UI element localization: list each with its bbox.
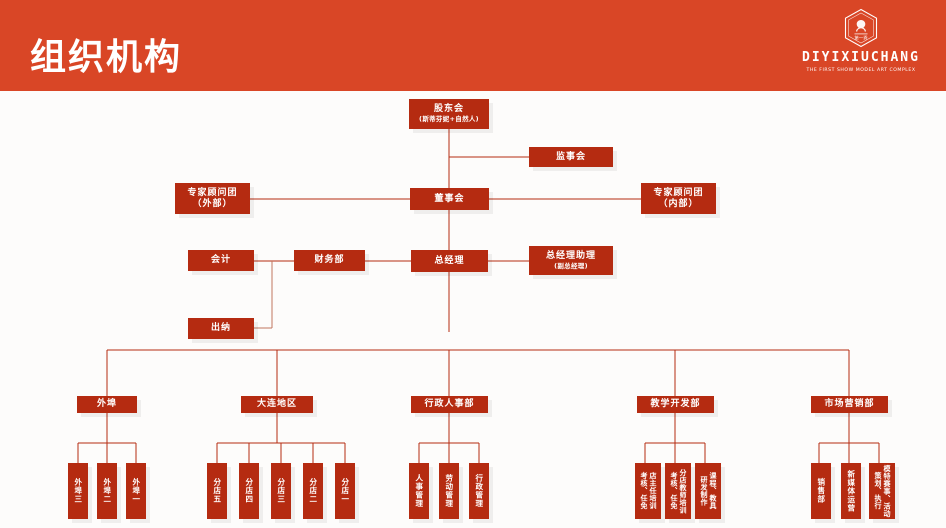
leaf-label: 外埠三 [73, 478, 83, 504]
leaf-label-col1: 分店教师培训 [679, 468, 687, 514]
page-title: 组织机构 [30, 37, 183, 78]
leaf-hr-personnel-management[interactable]: 人事管理 [409, 463, 429, 519]
node-sublabel: （内部） [658, 198, 699, 209]
leaf-label: 劳动管理 [444, 474, 454, 508]
node-label: 财务部 [314, 255, 345, 265]
leaf-label-col1: 模特赛事、活动 [883, 464, 891, 518]
node-supervisory-board[interactable]: 监事会 [529, 147, 613, 167]
brand-logo: 第一秀 DIYIXIUCHANG THE FIRST SHOW MODEL AR… [800, 8, 922, 78]
leaf-label-col2: 策划、执行 [874, 472, 882, 510]
leaf-label: 分店一 [340, 478, 350, 504]
node-label: 会计 [210, 255, 231, 265]
node-label: 市场营销部 [824, 399, 875, 409]
leaf-label-col1: 店主任培训 [649, 472, 657, 510]
node-label: 专家顾问团 [187, 187, 238, 198]
org-chart: 股东会 (斯蒂芬妮+自然人) 监事会 董事会 专家顾问团 （外部） 专家顾问团 … [0, 91, 946, 528]
leaf-label: 外埠二 [102, 478, 112, 504]
leaf-label: 分店三 [276, 478, 286, 504]
node-cashier[interactable]: 出纳 [188, 318, 254, 339]
node-label: 外埠 [96, 399, 117, 409]
leaf-teaching-curriculum-development[interactable]: 研发制作 课程、教具 [695, 463, 721, 519]
leaf-waibu-2[interactable]: 外埠二 [97, 463, 117, 519]
leaf-hr-admin-management[interactable]: 行政管理 [469, 463, 489, 519]
leaf-dalian-branch-4[interactable]: 分店四 [239, 463, 259, 519]
leaf-dalian-branch-3[interactable]: 分店三 [271, 463, 291, 519]
leaf-label: 分店四 [244, 478, 254, 504]
node-board-of-directors-main[interactable]: 董事会 [410, 188, 489, 210]
leaf-marketing-new-media[interactable]: 新媒体运营 [841, 463, 861, 519]
node-dept-marketing[interactable]: 市场营销部 [811, 396, 888, 413]
leaf-label: 分店二 [308, 478, 318, 504]
node-advisor-team-external[interactable]: 专家顾问团 （外部） [175, 183, 250, 214]
node-advisor-team-internal[interactable]: 专家顾问团 （内部） [641, 183, 716, 214]
leaf-dalian-branch-1[interactable]: 分店一 [335, 463, 355, 519]
node-label: 股东会 [433, 104, 464, 114]
leaf-hr-labor-management[interactable]: 劳动管理 [439, 463, 459, 519]
node-general-manager[interactable]: 总经理 [411, 250, 488, 272]
leaf-label-col2: 考核、任免 [640, 472, 648, 510]
leaf-label: 外埠一 [131, 478, 141, 504]
leaf-label: 行政管理 [474, 474, 484, 508]
node-sublabel: (斯蒂芬妮+自然人) [419, 115, 479, 123]
leaf-label-col1: 课程、教具 [709, 472, 717, 510]
node-label: 专家顾问团 [653, 187, 704, 198]
leaf-label: 新媒体运营 [846, 469, 856, 513]
leaf-waibu-3[interactable]: 外埠三 [68, 463, 88, 519]
node-shareholders-meeting[interactable]: 股东会 (斯蒂芬妮+自然人) [409, 99, 489, 129]
node-label: 总经理 [434, 255, 465, 266]
node-dept-teaching-development[interactable]: 教学开发部 [637, 396, 714, 413]
node-label: 董事会 [434, 193, 465, 204]
leaf-teaching-store-manager-training[interactable]: 考核、任免 店主任培训 [635, 463, 661, 519]
logo-wordmark: DIYIXIUCHANG [802, 50, 920, 65]
leaf-marketing-sales-department[interactable]: 销售部 [811, 463, 831, 519]
slide-header: 组织机构 第一秀 DIYIXIUCHANG THE FIRST SHOW MOD… [0, 0, 946, 91]
leaf-waibu-1[interactable]: 外埠一 [126, 463, 146, 519]
leaf-marketing-events-planning[interactable]: 策划、执行 模特赛事、活动 [869, 463, 895, 519]
node-accounting[interactable]: 会计 [188, 250, 254, 271]
node-label: 大连地区 [256, 399, 297, 409]
leaf-label: 人事管理 [414, 474, 424, 508]
leaf-dalian-branch-5[interactable]: 分店五 [207, 463, 227, 519]
node-dept-administration-hr[interactable]: 行政人事部 [411, 396, 488, 413]
hexagon-model-emblem-icon: 第一秀 [844, 8, 878, 48]
org-chart-connectors [77, 129, 880, 463]
svg-text:第一秀: 第一秀 [854, 35, 868, 42]
node-dept-waibu[interactable]: 外埠 [77, 396, 137, 413]
node-label: 总经理助理 [545, 250, 596, 261]
leaf-label: 销售部 [816, 478, 826, 504]
node-finance-department[interactable]: 财务部 [294, 250, 365, 271]
leaf-dalian-branch-2[interactable]: 分店二 [303, 463, 323, 519]
node-label: 监事会 [555, 151, 586, 162]
node-sublabel: （外部） [192, 198, 233, 209]
node-label: 行政人事部 [424, 399, 475, 409]
leaf-teaching-teacher-training[interactable]: 考核、任免 分店教师培训 [665, 463, 691, 519]
node-dept-dalian-region[interactable]: 大连地区 [241, 396, 313, 413]
node-gm-assistant[interactable]: 总经理助理 (副总经理) [529, 246, 613, 275]
node-label: 教学开发部 [650, 399, 701, 409]
node-sublabel: (副总经理) [554, 261, 588, 270]
leaf-label-col2: 研发制作 [700, 476, 708, 506]
leaf-label-col2: 考核、任免 [670, 472, 678, 510]
logo-tagline: THE FIRST SHOW MODEL ART COMPLEX [806, 68, 916, 73]
node-label: 出纳 [210, 323, 231, 333]
leaf-label: 分店五 [212, 478, 222, 504]
